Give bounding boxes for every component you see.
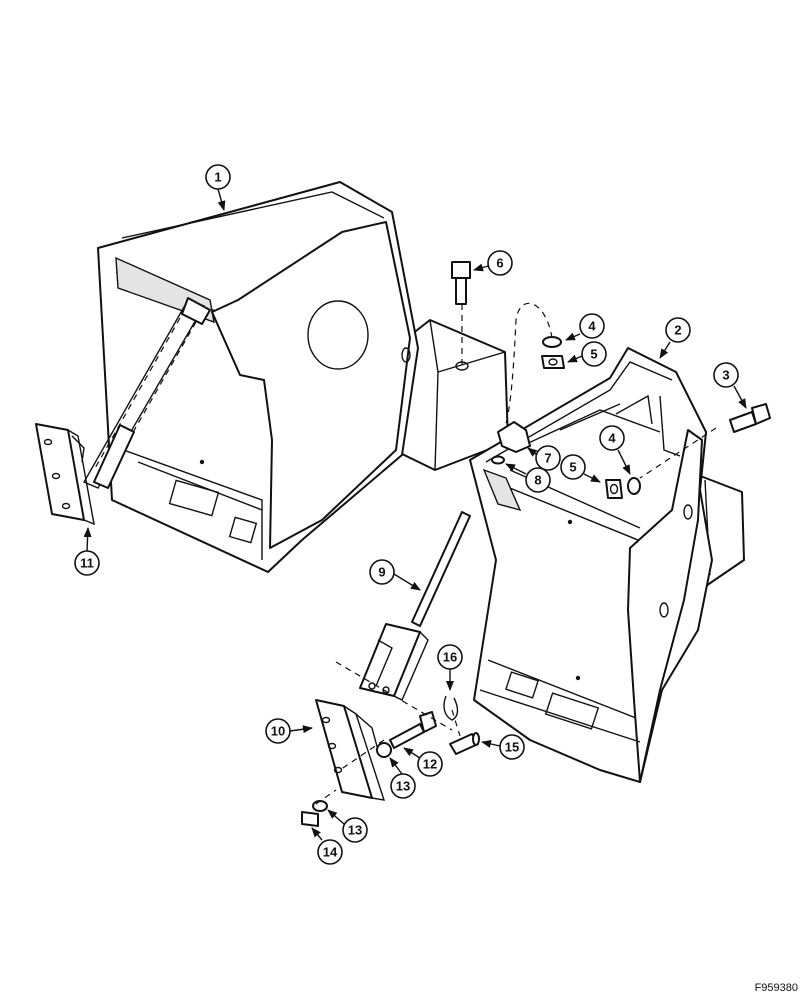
svg-text:13: 13 (348, 823, 362, 838)
svg-text:10: 10 (271, 724, 285, 739)
callout-12: 12 (403, 747, 443, 777)
svg-text:16: 16 (443, 650, 457, 665)
left-linkage (35, 297, 211, 526)
svg-text:6: 6 (496, 256, 503, 271)
callout-6: 6 (473, 250, 513, 276)
figure-id: F959380 (754, 982, 798, 994)
right-bracket (469, 347, 745, 783)
svg-text:1: 1 (214, 170, 221, 185)
right-linkage (359, 511, 471, 701)
svg-text:13: 13 (396, 779, 410, 794)
left-bracket (97, 181, 509, 573)
assembly-lines (315, 302, 717, 805)
hardware (301, 261, 771, 827)
callout-9: 9 (369, 559, 421, 591)
svg-text:12: 12 (423, 757, 437, 772)
callout-3: 3 (713, 362, 747, 409)
svg-text:11: 11 (80, 556, 94, 571)
callout-14: 14 (311, 827, 343, 865)
svg-text:5: 5 (590, 347, 597, 362)
svg-text:3: 3 (722, 368, 729, 383)
callout-8: 8 (505, 463, 551, 493)
lower-plate (315, 699, 386, 801)
svg-text:4: 4 (588, 319, 596, 334)
callout-5-right: 5 (560, 454, 601, 483)
callout-4-right: 4 (599, 425, 631, 475)
callout-13-lower: 13 (327, 809, 368, 843)
svg-text:7: 7 (544, 451, 551, 466)
callout-1: 1 (205, 164, 231, 211)
callout-2: 2 (659, 317, 691, 359)
svg-text:14: 14 (323, 845, 338, 860)
callout-5-upper: 5 (567, 341, 607, 367)
callout-15: 15 (481, 734, 525, 760)
callouts: 1 2 3 4 4 5 5 6 (74, 164, 747, 865)
callout-16: 16 (437, 644, 463, 691)
svg-text:8: 8 (534, 473, 541, 488)
svg-text:15: 15 (505, 740, 519, 755)
callout-13-upper: 13 (389, 757, 416, 799)
svg-text:9: 9 (378, 565, 385, 580)
callout-10: 10 (265, 718, 313, 744)
svg-text:2: 2 (674, 323, 681, 338)
svg-text:5: 5 (569, 460, 576, 475)
callout-4-upper: 4 (565, 313, 605, 341)
callout-7: 7 (527, 445, 561, 471)
callout-11: 11 (74, 527, 100, 576)
svg-text:4: 4 (608, 431, 616, 446)
